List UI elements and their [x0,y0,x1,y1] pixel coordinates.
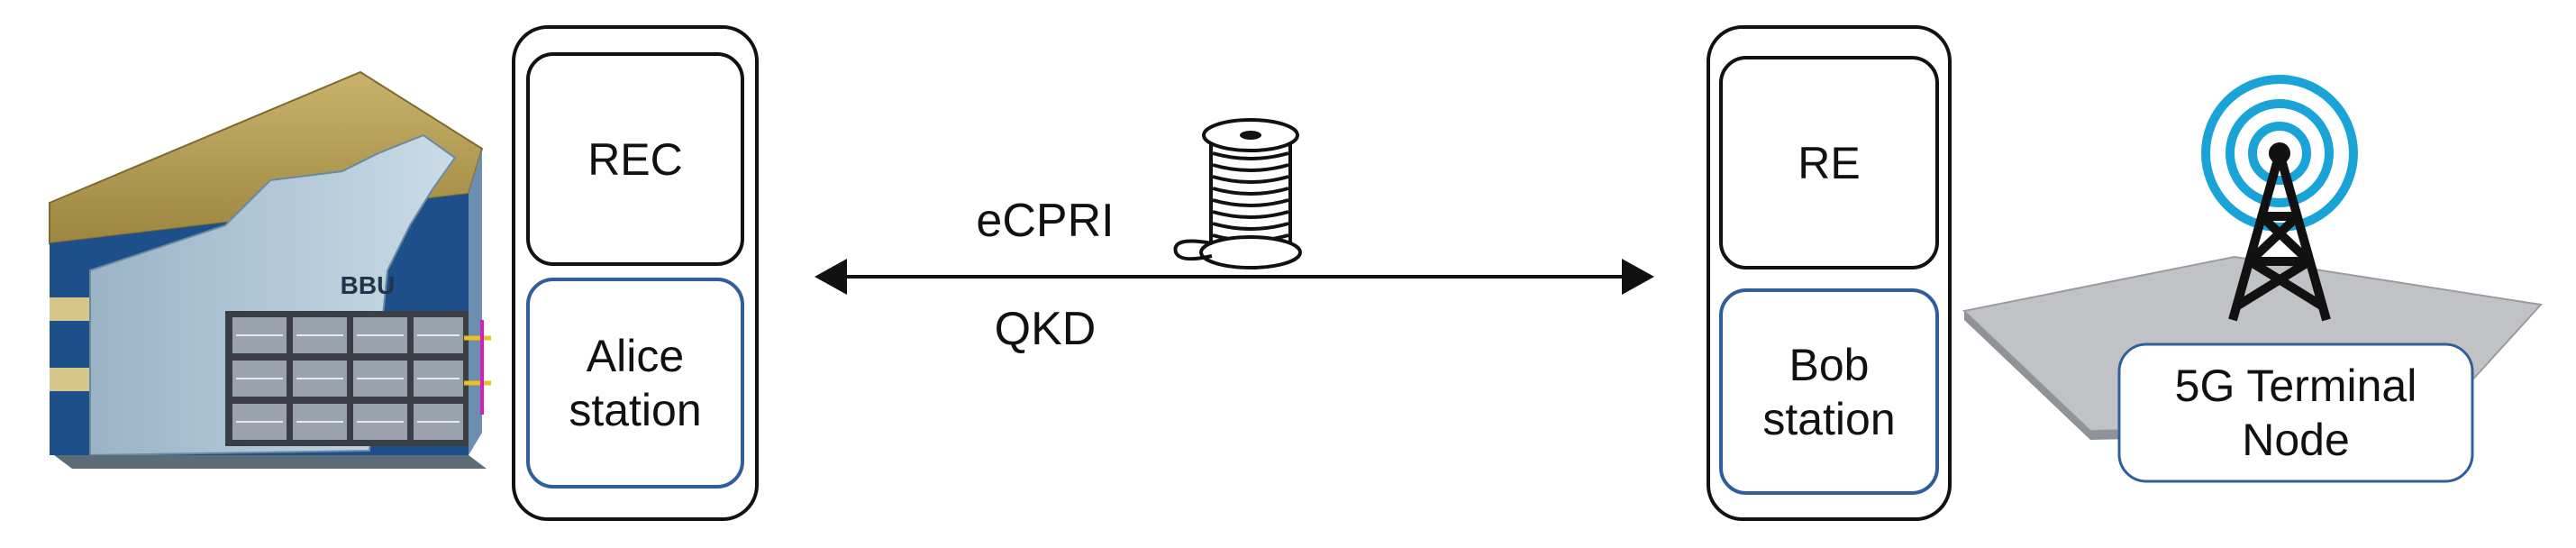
rec-box [526,52,744,266]
bob-station-label: Bob station [1762,339,1896,444]
re-label: RE [1798,137,1861,188]
terminal-label: 5G Terminal Node [2174,361,2417,465]
qkd-label: QKD [994,302,1097,355]
bbu-label: BBU [340,271,396,300]
fiber-spool-icon [1173,118,1302,269]
bob-station-box [1719,288,1939,495]
antenna-tower-icon [2201,75,2358,322]
rec-label: REC [587,133,683,185]
bbu-building-illustration [49,70,491,469]
terminal-label-box [2117,342,2474,483]
alice-station-label: Alice station [569,331,702,435]
alice-station-box [526,278,744,489]
ecpri-label: eCPRI [976,194,1115,247]
re-box [1719,56,1939,269]
